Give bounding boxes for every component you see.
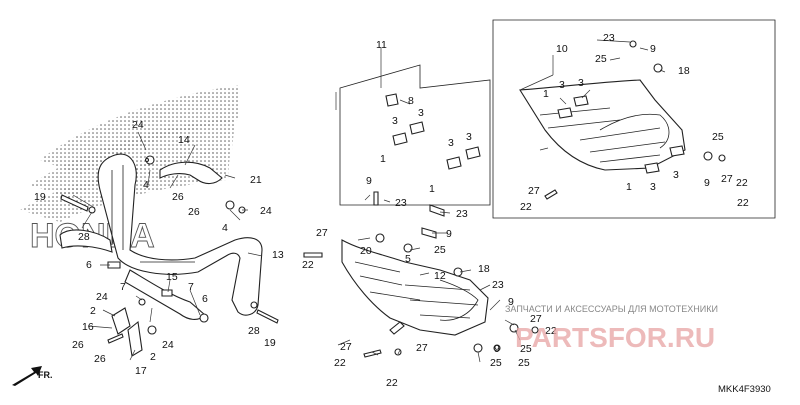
diagram-code: MKK4F3930 [718,384,771,395]
callout-labels: 11 10 23 9 25 18 3 3 1 8 3 3 3 3 1 1 25 … [34,32,749,389]
callout-18-mid: 18 [478,263,490,275]
crash-bar [59,153,263,316]
callout-22-inset-right-2: 22 [737,197,749,209]
site-watermark-tagline: ЗАПЧАСТИ И АКСЕССУАРЫ ДЛЯ МОТОТЕХНИКИ [505,304,718,314]
callout-27-lower-mid: 27 [416,342,428,354]
callout-3-inset-c: 3 [650,181,656,193]
callout-9-mid: 9 [366,175,372,187]
callout-26-lower-b: 26 [94,353,106,365]
callout-17: 17 [135,365,147,377]
pads-upper [385,93,481,170]
leader-lines [72,39,666,363]
callout-12: 12 [434,270,446,282]
callout-23-mid-b: 23 [456,208,468,220]
callout-26-upper: 26 [172,191,184,203]
callout-27-mid: 27 [316,227,328,239]
callout-3-upper-a: 3 [392,115,398,127]
callout-9-inset-top: 9 [650,43,656,55]
upper-bracket [159,161,223,185]
callout-22-inset-left: 22 [520,201,532,213]
callout-25-lower-c: 25 [518,357,530,369]
callout-2-a: 2 [90,305,96,317]
callout-22-mid: 22 [302,259,314,271]
callout-3-upper-b: 3 [418,107,424,119]
callout-22-lower-left: 22 [334,357,346,369]
fasteners [60,40,726,358]
callout-26-lower-a: 26 [72,339,84,351]
callout-25-mid: 25 [434,244,446,256]
callout-11: 11 [376,39,387,51]
callout-22-inset-right: 22 [736,177,748,189]
callout-24-right: 24 [260,205,272,217]
callout-27-lower: 27 [530,313,542,325]
callout-8: 8 [408,95,414,107]
callout-9-lower-b: 9 [494,343,500,355]
callout-1-upper-a: 1 [380,153,386,165]
callout-27-lower-left: 27 [340,341,352,353]
pads-inset [557,95,685,174]
callout-15: 15 [166,271,178,283]
skid-plate [341,239,489,336]
callout-10: 10 [556,43,568,55]
callout-23-inset: 23 [603,32,615,44]
callout-28-left: 28 [78,231,90,243]
callout-23-lower: 23 [492,279,504,291]
callout-25-lower-b: 25 [490,357,502,369]
callout-14: 14 [178,134,190,146]
callout-4-right: 4 [222,222,228,234]
site-watermark-name: PARTSFOR.RU [515,322,715,353]
callout-25-inset-top: 25 [595,53,607,65]
front-direction-label: FR. [38,370,53,380]
callout-24-lower-b: 24 [162,339,174,351]
callout-9-mid-b: 9 [446,228,452,240]
callout-27-inset-right: 27 [721,173,733,185]
callout-1-inset-a: 1 [543,88,549,100]
skid-plate-frame [339,64,491,206]
callout-24-top: 24 [132,119,144,131]
callout-28-right: 28 [248,325,260,337]
callout-6-left: 6 [86,259,92,271]
callout-9-inset-right: 9 [704,177,710,189]
callout-4-left: 4 [143,179,149,191]
callout-5: 5 [405,253,411,265]
callout-1-inset-b: 1 [626,181,632,193]
callout-16: 16 [82,321,94,333]
callout-23-mid: 23 [395,197,407,209]
callout-19-right: 19 [264,337,276,349]
site-watermark: ЗАПЧАСТИ И АКСЕССУАРЫ ДЛЯ МОТОТЕХНИКИ PA… [505,304,718,353]
inset-frame [492,19,776,219]
callout-24-lower: 24 [96,291,108,303]
callout-6-right: 6 [202,293,208,305]
callout-3-upper-d: 3 [466,131,472,143]
callout-22-lower-right: 22 [545,325,557,337]
callout-13: 13 [272,249,284,261]
callout-20: 20 [360,245,372,257]
callout-26-upper-b: 26 [188,206,200,218]
callout-1-upper-b: 1 [429,183,435,195]
callout-21: 21 [250,174,262,186]
callout-3-upper-c: 3 [448,137,454,149]
callout-25-lower: 25 [520,343,532,355]
callout-18-inset: 18 [678,65,690,77]
callout-27-inset-left: 27 [528,185,540,197]
front-direction-arrow [12,366,42,386]
callout-3-inset-b: 3 [578,77,584,89]
callout-2-b: 2 [150,351,156,363]
callout-25-inset-right: 25 [712,131,724,143]
callout-22-bottom: 22 [386,377,398,389]
callout-7-right: 7 [188,281,194,293]
bracket-16 [111,307,131,335]
callout-3-inset-d: 3 [673,169,679,181]
callout-9-lower: 9 [508,296,514,308]
bracket-17 [127,320,143,357]
callout-7-left: 7 [120,281,126,293]
callout-19-left: 19 [34,191,46,203]
inset-skid-plate [519,79,686,171]
callout-3-inset-a: 3 [559,79,565,91]
